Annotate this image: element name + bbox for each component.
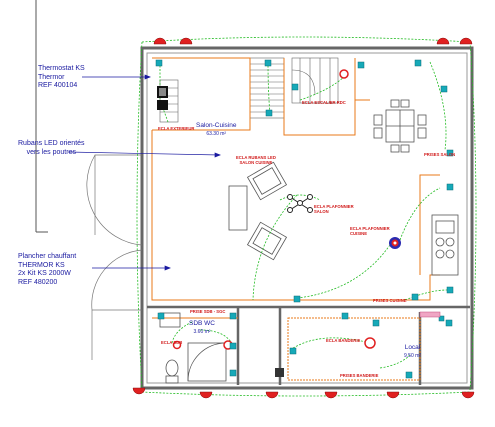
kitchen-counter: [431, 214, 459, 276]
label-ecla-plafonnier-cuisine: ECLA PLAFONNIER CUISINE: [350, 226, 390, 236]
label-ecla-exterieur: ECLA EXTERIEUR: [158, 126, 195, 131]
thermostat-line-3: REF 400104: [38, 82, 78, 89]
thermostat-line-1: Thermostat KS: [38, 65, 85, 72]
exterior-walls: [140, 46, 474, 390]
staircase: [159, 57, 339, 123]
label-ecla-rubans-2: SALON CUISINE: [239, 160, 273, 165]
pendant-fixture: [287, 194, 313, 213]
label-ecla-sdb: ECLA SDB: [161, 340, 183, 345]
rubans-line-1: Rubans LED orientés: [18, 140, 85, 147]
label-ecla-plafonnier-2: SALON: [314, 209, 329, 214]
room-name-sdb: SDB WC: [189, 320, 215, 327]
thermostat-line-2: Thermor: [38, 73, 65, 81]
kitchen-ceiling-light: [389, 237, 401, 249]
exterior-door-arcs: [86, 154, 143, 360]
plancher-line-1: Plancher chauffant: [18, 253, 77, 260]
living-room-furniture: [228, 161, 288, 261]
thermostat-annotation: Thermostat KS Thermor REF 400104: [38, 65, 85, 91]
room-area-salon: 63.30 m²: [206, 131, 227, 137]
label-ecla-rubans-1: ECLA RUBANS LED: [236, 155, 276, 160]
thermostat-box: [157, 86, 168, 110]
label-ecla-escalier: ECLA ESCALIER RDC: [302, 100, 346, 105]
annotation-leaders: [67, 74, 221, 271]
room-label-salon: Salon-Cuisine 63.30 m²: [196, 122, 236, 138]
plancher-annotation: Plancher chauffant THERMOR KS 2x Kit KS …: [18, 253, 76, 287]
label-prises-salon: PRISES SALON: [424, 152, 456, 157]
label-prise-sdb: PRISE SDB - SGC: [190, 309, 226, 314]
bathroom-fixtures: [159, 312, 227, 384]
room-label-local: Local 9.50 m²: [404, 344, 421, 360]
plancher-line-3: 2x Kit KS 2000W: [18, 270, 71, 277]
rubans-annotation: Rubans LED orientés vers les poutres: [18, 140, 85, 157]
kitchen-appliance: [419, 311, 441, 318]
room-name-local: Local: [404, 344, 421, 351]
plancher-line-4: REF 480200: [18, 278, 58, 286]
electrical-panel: [275, 368, 284, 377]
dining-table: [373, 99, 427, 153]
label-plaf-cuisine-1: ECLA PLAFONNIER: [350, 226, 390, 231]
plancher-line-2: THERMOR KS: [18, 261, 65, 269]
label-prises-cuisine: PRISES CUISINE: [373, 298, 407, 303]
label-ecla-plafonnier-1: ECLA PLAFONNIER: [314, 204, 354, 209]
interior-walls: [147, 305, 470, 385]
rubans-line-2: vers les poutres: [26, 148, 76, 156]
room-area-local: 9.50 m²: [404, 353, 421, 359]
label-ecla-banderie: ECLA BANDERIE: [326, 338, 361, 343]
label-ecla-plafonnier-salon: ECLA PLAFONNIER SALON: [314, 204, 354, 214]
label-ecla-rubans: ECLA RUBANS LED SALON CUISINE: [236, 155, 276, 165]
room-name-salon: Salon-Cuisine: [196, 122, 237, 129]
outlets: [155, 59, 454, 379]
circuit-wiring: [136, 36, 477, 397]
room-label-sdb: SDB WC 3.60 m²: [189, 320, 215, 336]
room-area-sdb: 3.60 m²: [193, 329, 211, 335]
label-plaf-cuisine-2: CUISINE: [350, 231, 367, 236]
exterior-wall-lamps: [132, 37, 475, 399]
label-prises-banderie: PRISES BANDERIE: [340, 373, 379, 378]
